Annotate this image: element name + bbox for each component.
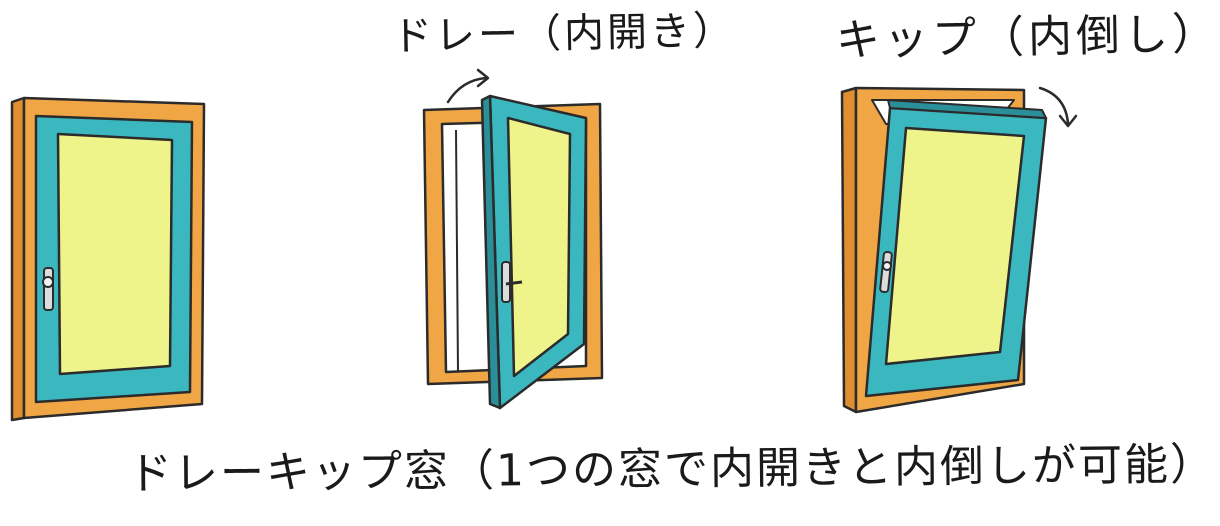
window-illustration xyxy=(10,68,1078,422)
closed-window-handle-icon xyxy=(42,267,54,311)
tilt-open-window-handle-icon xyxy=(879,250,893,294)
tilt-open-window xyxy=(840,86,1078,414)
closed-window-glass xyxy=(56,132,174,376)
turn-arrow-icon xyxy=(446,76,488,104)
turn-open-window xyxy=(422,68,604,410)
tilt-open-window-sash-edge xyxy=(887,99,1047,119)
closed-window xyxy=(10,96,206,422)
caption: ドレーキップ窓（1つの窓で内開きと内倒しが可能） xyxy=(127,439,1217,500)
turn-open-window-handle-icon xyxy=(501,261,523,303)
tilt-arrow-head-icon xyxy=(1058,114,1078,128)
tilt-arrow-icon xyxy=(1038,86,1070,126)
turn-open-window-glass xyxy=(506,116,572,378)
tilt-open-window-frame-side xyxy=(840,86,858,414)
tilt-open-label: キップ（内倒し） xyxy=(835,8,1220,67)
tilt-open-window-glass xyxy=(884,126,1026,366)
turn-arrow-head-icon xyxy=(476,68,490,88)
turn-open-window-sash-edge xyxy=(480,94,502,410)
closed-window-frame-side xyxy=(10,96,26,422)
turn-open-window-depth-line xyxy=(455,129,459,373)
turn-open-label: ドレー（内開き） xyxy=(391,8,737,60)
